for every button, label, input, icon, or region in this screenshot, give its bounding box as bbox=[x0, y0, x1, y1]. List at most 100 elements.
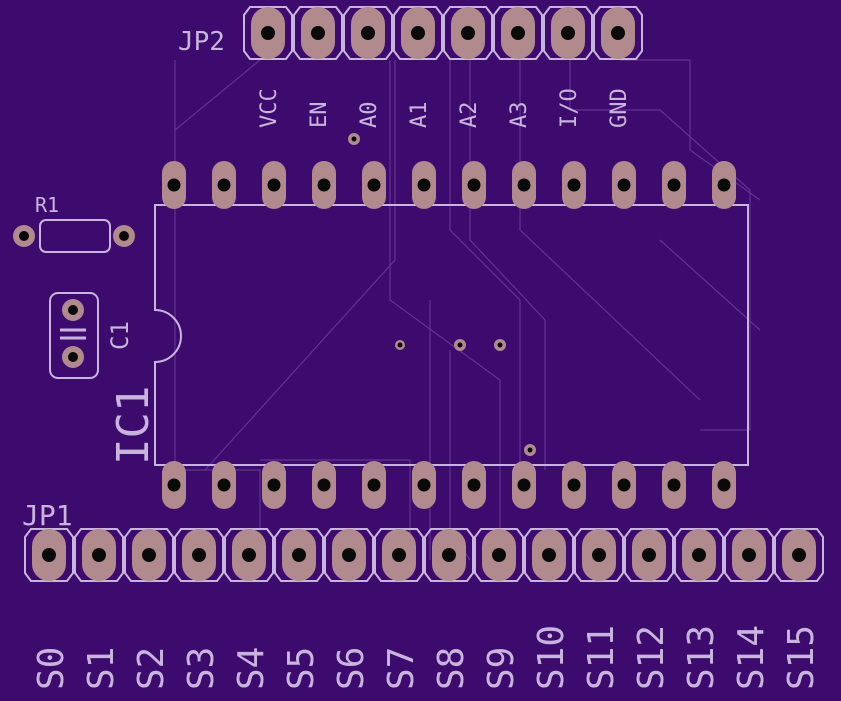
jp1-pin-drill bbox=[642, 548, 656, 562]
r1-body-outline bbox=[39, 219, 111, 253]
via-drill bbox=[527, 447, 533, 453]
c1-label: C1 bbox=[106, 321, 134, 350]
jp1-pin-drill bbox=[592, 548, 606, 562]
ic1-pin-bottom-drill bbox=[367, 478, 381, 492]
jp1-pin-outline bbox=[224, 528, 274, 582]
jp1-pin-label: S10 bbox=[531, 625, 572, 690]
jp1-pin-drill bbox=[142, 548, 156, 562]
jp1-pin bbox=[224, 528, 274, 582]
jp1-pin-drill bbox=[92, 548, 106, 562]
jp2-pin-outline bbox=[443, 6, 493, 60]
jp1-pin bbox=[724, 528, 774, 582]
jp2-pin-label: EN bbox=[307, 102, 332, 129]
jp1-pin-drill bbox=[192, 548, 206, 562]
jp2-pin-drill bbox=[311, 26, 325, 40]
ic1-pin-bottom-drill bbox=[417, 478, 431, 492]
jp1-pin-outline bbox=[374, 528, 424, 582]
jp1-pin-drill bbox=[742, 548, 756, 562]
ic1-pin-bottom bbox=[462, 461, 486, 509]
ic1-pin-top-drill bbox=[617, 178, 631, 192]
ic1-pin-top-drill bbox=[567, 178, 581, 192]
ic1-pin-bottom bbox=[312, 461, 336, 509]
ic1-pin-bottom-drill bbox=[617, 478, 631, 492]
ic1-pin-top bbox=[662, 161, 686, 209]
resistor-r1: R1 bbox=[13, 193, 135, 253]
jp1-pin-outline bbox=[124, 528, 174, 582]
ic1-pin-bottom bbox=[712, 461, 736, 509]
ic1-label: IC1 bbox=[108, 386, 159, 465]
jp1-pin-outline bbox=[574, 528, 624, 582]
c1-drill-top bbox=[68, 305, 78, 315]
ic1-pins-top bbox=[162, 161, 736, 209]
ic1-package: IC1 bbox=[108, 161, 749, 509]
jp2-pin bbox=[293, 6, 343, 60]
jp2-pin-label: VCC bbox=[257, 88, 282, 128]
jp2-pin-label: A2 bbox=[457, 102, 482, 129]
ic1-pin-top bbox=[512, 161, 536, 209]
ic1-pin-top bbox=[612, 161, 636, 209]
jp1-pin-drill bbox=[242, 548, 256, 562]
ic1-pin-top bbox=[262, 161, 286, 209]
jp1-pin bbox=[674, 528, 724, 582]
jp2-pin-drill bbox=[411, 26, 425, 40]
jp1-pin-outline bbox=[774, 528, 824, 582]
jp1-pin-label: S9 bbox=[481, 647, 522, 690]
jp1-pin-outline bbox=[674, 528, 724, 582]
jp1-pin-outline bbox=[274, 528, 324, 582]
jp1-pin bbox=[424, 528, 474, 582]
via-drill bbox=[397, 342, 403, 348]
ic1-pin-bottom-drill bbox=[317, 478, 331, 492]
ic1-pin-bottom-drill bbox=[667, 478, 681, 492]
jp2-pins bbox=[243, 6, 643, 60]
ic1-pin-top-drill bbox=[417, 178, 431, 192]
jp2-pin-label: A0 bbox=[357, 102, 382, 129]
ic1-pin-top bbox=[212, 161, 236, 209]
jp2-pin-drill bbox=[361, 26, 375, 40]
jp2-pin bbox=[393, 6, 443, 60]
ic1-pin-bottom bbox=[162, 461, 186, 509]
jp1-pin-label: S1 bbox=[81, 647, 122, 690]
jp1-pin-outline bbox=[174, 528, 224, 582]
ic1-pin-bottom bbox=[512, 461, 536, 509]
r1-drill-left bbox=[19, 231, 29, 241]
jp1-pin-outline bbox=[24, 528, 74, 582]
ic1-pin-bottom-drill bbox=[467, 478, 481, 492]
r1-label: R1 bbox=[35, 193, 59, 217]
jp2-pin-outline bbox=[293, 6, 343, 60]
jp2-pin bbox=[343, 6, 393, 60]
jp1-pin-drill bbox=[492, 548, 506, 562]
ic1-pin-top-drill bbox=[367, 178, 381, 192]
jp1-pin-drill bbox=[292, 548, 306, 562]
jp1-pin-drill bbox=[692, 548, 706, 562]
jp2-pin-drill bbox=[561, 26, 575, 40]
jp1-pin bbox=[324, 528, 374, 582]
r1-drill-right bbox=[119, 231, 129, 241]
jp2-pin-outline bbox=[343, 6, 393, 60]
jp2-pin-drill bbox=[511, 26, 525, 40]
jp1-pin-drill bbox=[792, 548, 806, 562]
jp2-pin bbox=[593, 6, 643, 60]
jp1-pin-label: S15 bbox=[781, 625, 822, 690]
capacitor-c1: C1 bbox=[49, 292, 134, 379]
jp1-pins bbox=[24, 528, 824, 582]
jp1-pin bbox=[374, 528, 424, 582]
ic1-pin-bottom-drill bbox=[567, 478, 581, 492]
jp2-pin-drill bbox=[261, 26, 275, 40]
jp1-pin-drill bbox=[342, 548, 356, 562]
ic1-pin-bottom-drill bbox=[517, 478, 531, 492]
jp1-pin-drill bbox=[392, 548, 406, 562]
ic1-pin-bottom-drill bbox=[267, 478, 281, 492]
jp2-pin bbox=[243, 6, 293, 60]
ic1-pin-top bbox=[712, 161, 736, 209]
jp1-pin bbox=[624, 528, 674, 582]
jp1-pin bbox=[124, 528, 174, 582]
jp1-pin-outline bbox=[424, 528, 474, 582]
jp2-pin-outline bbox=[593, 6, 643, 60]
ic1-pin-bottom-drill bbox=[217, 478, 231, 492]
ic1-pins-bottom bbox=[162, 461, 736, 509]
jp1-pin-label: S3 bbox=[181, 647, 222, 690]
jp1-pin-label: S8 bbox=[431, 647, 472, 690]
